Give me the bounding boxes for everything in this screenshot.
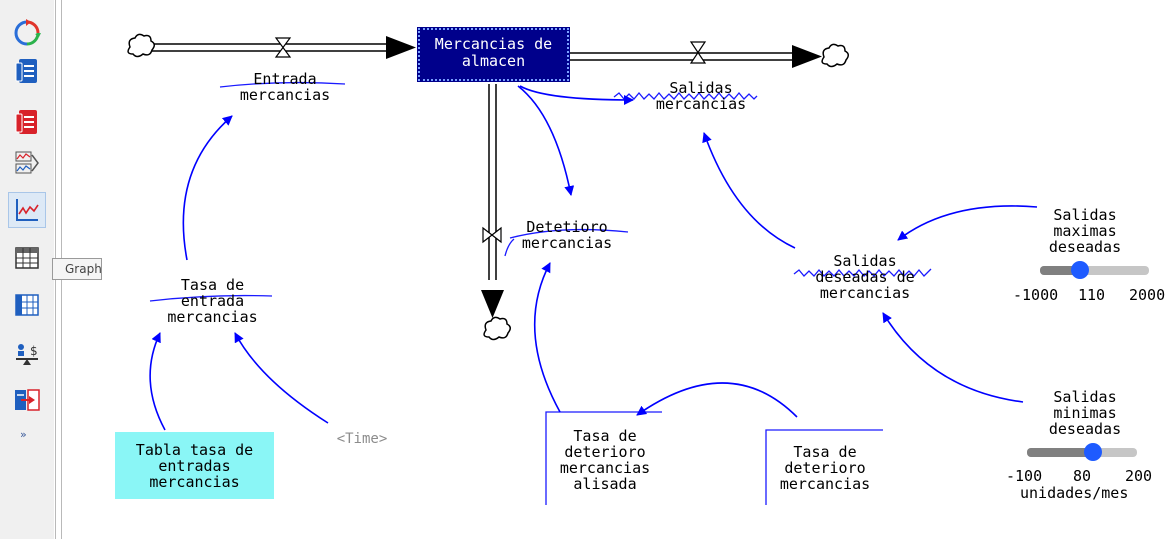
link-stock-to-salidas[interactable]	[519, 85, 634, 105]
slider-minimas-track[interactable]	[1027, 443, 1137, 461]
document-icon	[15, 59, 37, 83]
deterioro-sink-cloud-icon	[483, 316, 511, 341]
link-tabla-to-tasa[interactable]	[149, 332, 166, 431]
causes-strip-icon	[15, 151, 39, 174]
compare-runs-button[interactable]	[8, 382, 46, 418]
lookup-label: Tabla tasa de entradas mercancias	[135, 441, 254, 491]
graph-button[interactable]	[8, 192, 46, 228]
causes-tree-icon	[14, 19, 41, 46]
tasa-entrada-underline	[149, 294, 273, 302]
slider-minimas-thumb[interactable]	[1084, 443, 1102, 461]
table-button[interactable]	[8, 240, 46, 276]
source-cloud-icon	[127, 33, 155, 58]
sink-cloud-icon	[821, 43, 849, 68]
deterioro-underline	[504, 228, 629, 257]
slider-minimas-min: -100	[1006, 467, 1043, 485]
flow-salidas-mercancias[interactable]: Salidas mercancias	[655, 79, 747, 113]
slider-maximas-label: Salidas maximas deseadas	[1048, 206, 1122, 256]
link-alisada-to-deterioro[interactable]	[533, 262, 561, 413]
balance-button[interactable]: $	[8, 336, 46, 372]
entrada-underline	[219, 81, 346, 88]
causes-tree-button[interactable]	[8, 15, 46, 51]
slider-maximas-thumb[interactable]	[1071, 261, 1089, 279]
flow-deterioro-mercancias[interactable]: Detetioro mercancias	[521, 218, 613, 252]
analysis-toolbar	[0, 0, 54, 539]
balance-icon: $	[16, 344, 38, 365]
compare-runs-icon	[15, 389, 40, 411]
table-time-down-button[interactable]	[8, 287, 46, 323]
entrada-pipe	[148, 36, 416, 59]
salidas-pipe	[570, 45, 822, 68]
entrada-valve-icon[interactable]	[274, 37, 292, 58]
stock-mercancias-almacen[interactable]: Mercancias de almacen	[417, 27, 570, 82]
link-deseadas-to-salidas[interactable]	[702, 132, 796, 249]
slider-maximas-min: -1000	[1013, 286, 1059, 304]
svg-text:$: $	[30, 344, 38, 358]
link-tasa-deterioro-to-alisada[interactable]	[636, 382, 798, 418]
table-icon	[15, 247, 39, 269]
salidas-scribble	[613, 91, 758, 100]
stock-label: Mercancias de almacen	[434, 35, 553, 70]
salidas-valve-icon[interactable]	[689, 41, 707, 64]
link-maximas-to-deseadas[interactable]	[897, 205, 1038, 241]
link-stock-to-deterioro[interactable]	[517, 85, 575, 196]
table-doc-button[interactable]	[8, 104, 46, 140]
slider-maximas-track[interactable]	[1040, 261, 1149, 279]
graph-icon	[16, 199, 39, 221]
var-time-shadow[interactable]: <Time>	[336, 431, 388, 447]
document-button[interactable]	[8, 53, 46, 89]
lookup-tabla-tasa-entradas[interactable]: Tabla tasa de entradas mercancias	[115, 432, 274, 499]
tasa-alisada-bracket	[545, 411, 662, 505]
var-tasa-deterioro-mercancias[interactable]: Tasa de deterioro mercancias	[779, 443, 871, 493]
deterioro-pipe	[481, 84, 504, 318]
link-minimas-to-deseadas[interactable]	[882, 312, 1024, 403]
slider-minimas-label: Salidas minimas deseadas	[1048, 388, 1122, 438]
table-time-down-icon	[15, 294, 39, 316]
tasa-deterioro-bracket	[765, 429, 883, 505]
table-doc-icon	[15, 110, 37, 134]
slider-maximas-value: 110	[1078, 286, 1106, 304]
slider-minimas-fill	[1027, 448, 1093, 457]
var-tasa-deterioro-alisada[interactable]: Tasa de deterioro mercancias alisada	[559, 427, 651, 493]
slider-minimas-max: 200	[1125, 467, 1153, 485]
causes-strip-button[interactable]	[8, 145, 46, 181]
slider-minimas-value: 80	[1073, 467, 1092, 485]
deterioro-valve-icon[interactable]	[482, 226, 502, 244]
slider-maximas-fill	[1040, 266, 1080, 275]
link-tasa-to-entrada[interactable]	[182, 115, 233, 261]
link-time-to-tasa[interactable]	[234, 332, 329, 424]
var-salidas-deseadas-mercancias[interactable]: Salidas deseadas de mercancias	[815, 252, 915, 302]
slider-maximas-max: 2000	[1129, 286, 1166, 304]
flow-entrada-mercancias[interactable]: Entrada mercancias	[239, 70, 331, 104]
more-tools-chevron[interactable]: »	[20, 428, 27, 441]
slider-minimas-units: unidades/mes	[1020, 484, 1129, 502]
var-tasa-entrada-mercancias[interactable]: Tasa de entrada mercancias	[167, 276, 258, 326]
salidas-deseadas-scribble	[793, 268, 932, 277]
graph-tooltip: Graph	[52, 258, 102, 280]
